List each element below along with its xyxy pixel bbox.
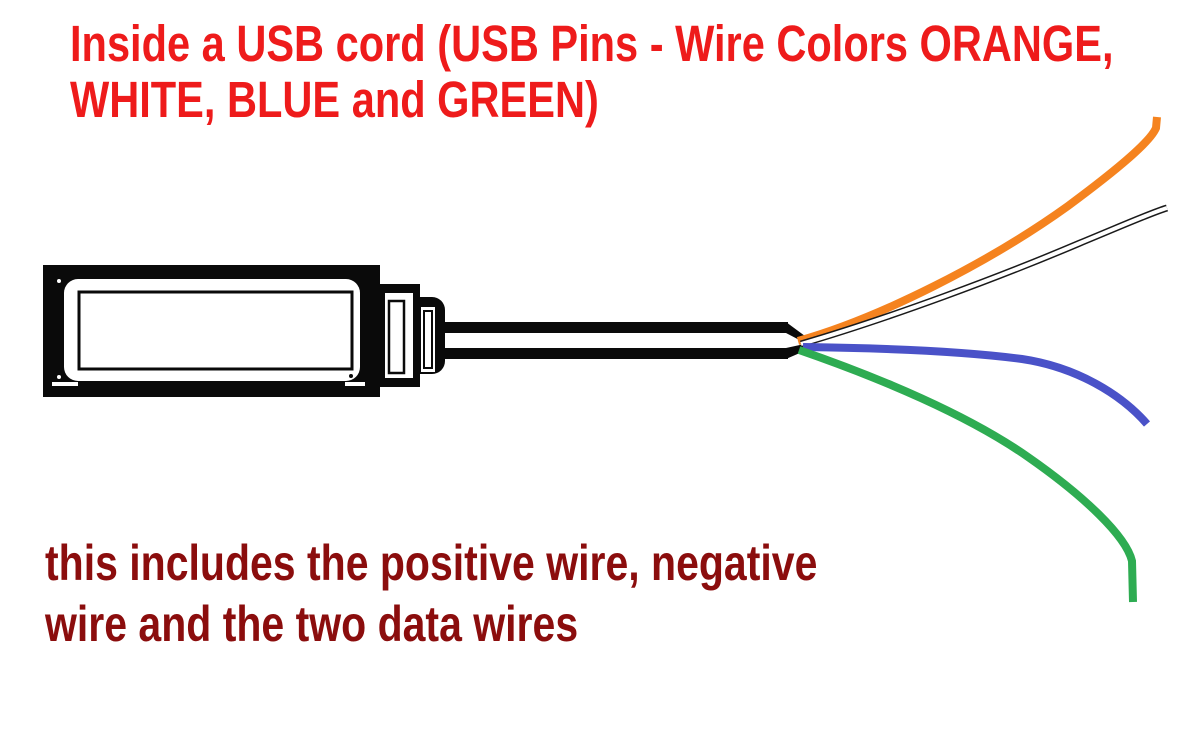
shell-notch-left xyxy=(52,382,78,386)
caption-line-1: this includes the positive wire, negativ… xyxy=(45,535,818,591)
blue-wire xyxy=(802,343,1151,427)
title-line-1: Inside a USB cord (USB Pins - Wire Color… xyxy=(70,15,1114,72)
cable-outline-bottom xyxy=(443,348,788,359)
rivet-dot-bottom-right xyxy=(349,374,353,378)
connector-contact-plate xyxy=(77,290,354,371)
caption-line-2: wire and the two data wires xyxy=(45,596,579,652)
rivet-dot-top-left xyxy=(57,279,61,283)
rivet-dot-bottom-left xyxy=(57,375,61,379)
white-wire xyxy=(800,206,1168,346)
tip-slot xyxy=(423,310,433,369)
diagram-caption: this includes the positive wire, negativ… xyxy=(45,533,817,655)
title-line-2: WHITE, BLUE and GREEN) xyxy=(70,71,599,128)
usb-connector xyxy=(43,265,445,397)
shell-notch-right xyxy=(345,382,365,386)
wire-fan xyxy=(796,116,1169,603)
orange-wire xyxy=(796,116,1161,345)
collar-slot xyxy=(387,299,406,375)
green-wire xyxy=(797,346,1137,603)
diagram-title: Inside a USB cord (USB Pins - Wire Color… xyxy=(70,16,1114,128)
cable-outline-top xyxy=(443,322,788,333)
usb-cable xyxy=(443,322,809,359)
